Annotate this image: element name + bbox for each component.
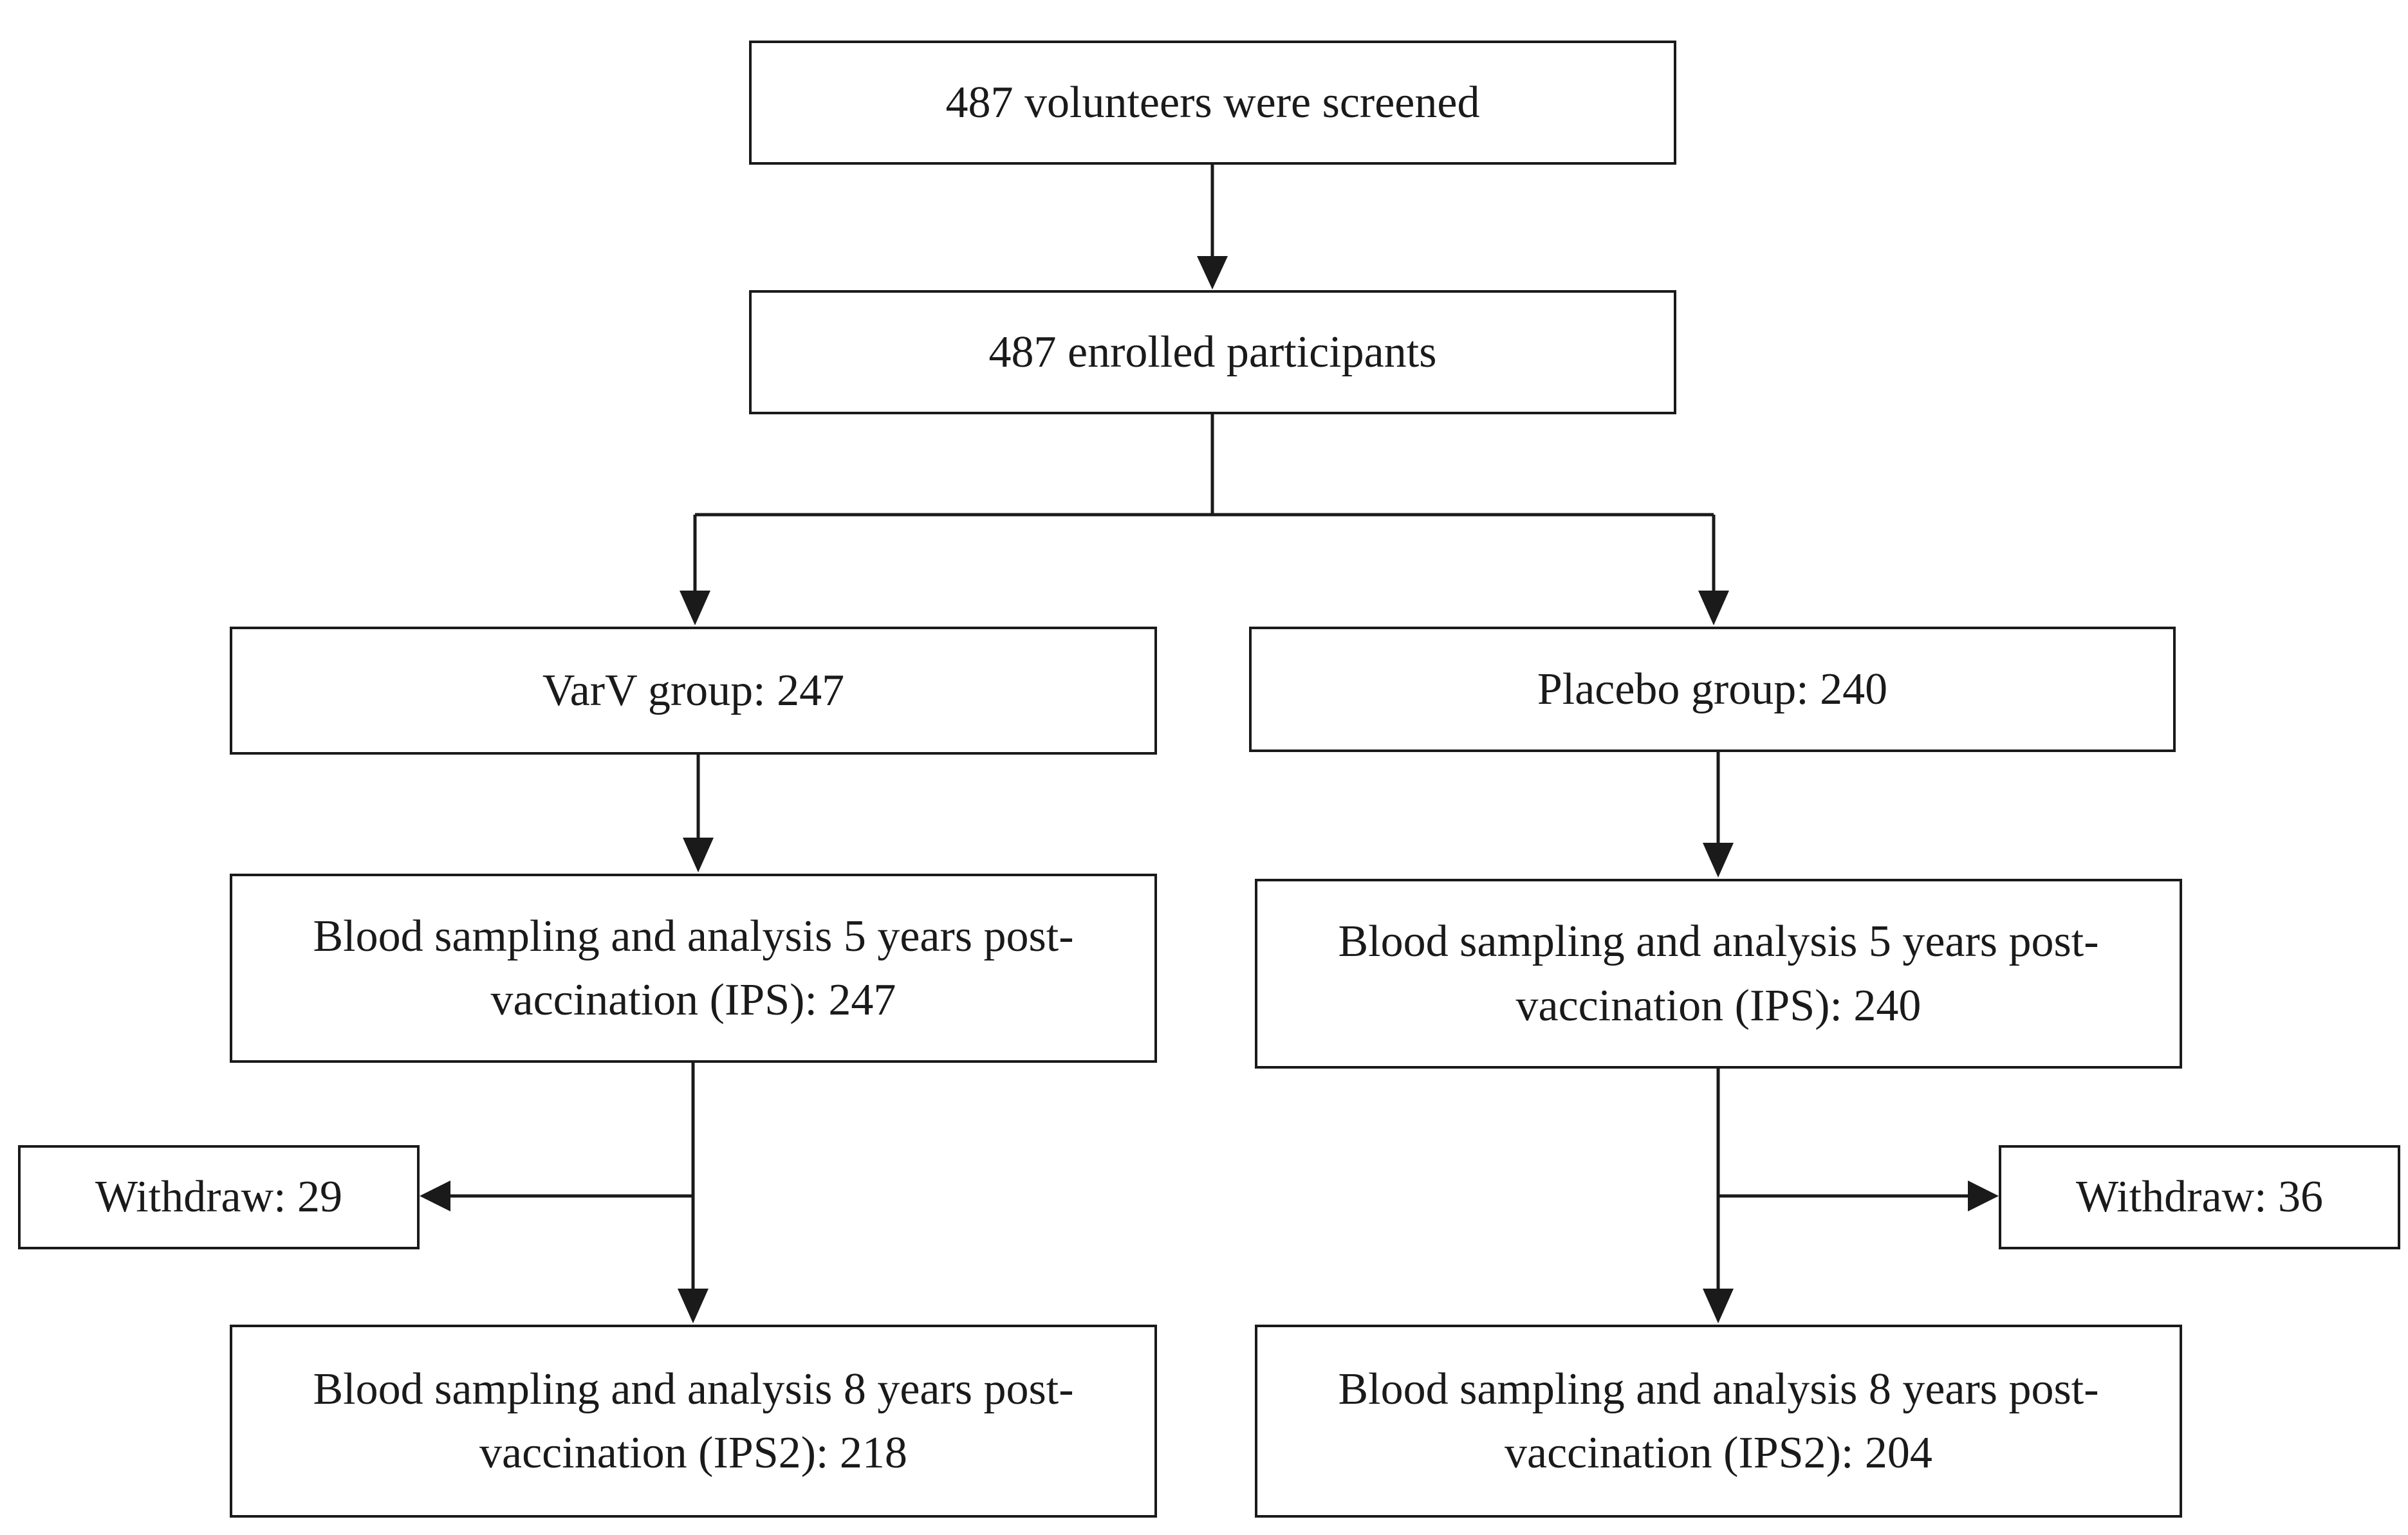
placebo-ips-box: Blood sampling and analysis 5 years post… — [1255, 879, 2182, 1069]
arrowhead-varv — [680, 591, 710, 625]
placebo-group-box: Placebo group: 240 — [1249, 627, 2176, 752]
varv-withdraw-label: Withdraw: 29 — [95, 1172, 343, 1222]
varv-ips2-box: Blood sampling and analysis 8 years post… — [230, 1325, 1157, 1518]
varv-ips2-line1: Blood sampling and analysis 8 years post… — [313, 1364, 1074, 1414]
placebo-ips2-line1: Blood sampling and analysis 8 years post… — [1338, 1364, 2099, 1414]
placebo-ips2-line2: vaccination (IPS2): 204 — [1505, 1428, 1932, 1478]
arrowhead-varv-ips2 — [678, 1289, 709, 1323]
varv-ips-line2: vaccination (IPS): 247 — [490, 975, 896, 1025]
placebo-withdraw-box: Withdraw: 36 — [1999, 1145, 2400, 1249]
arrowhead-enrolled — [1197, 256, 1228, 290]
arrowhead-placebo — [1698, 591, 1729, 625]
varv-ips2-line2: vaccination (IPS2): 218 — [479, 1428, 907, 1478]
placebo-ips-line1: Blood sampling and analysis 5 years post… — [1338, 917, 2099, 967]
varv-ips-box: Blood sampling and analysis 5 years post… — [230, 874, 1157, 1063]
enrolled-label: 487 enrolled participants — [988, 327, 1437, 377]
screened-label: 487 volunteers were screened — [945, 77, 1480, 127]
varv-withdraw-box: Withdraw: 29 — [18, 1145, 420, 1249]
varv-group-box: VarV group: 247 — [230, 627, 1157, 755]
screened-box: 487 volunteers were screened — [749, 41, 1676, 165]
placebo-ips-line2: vaccination (IPS): 240 — [1515, 980, 1922, 1031]
placebo-group-label: Placebo group: 240 — [1537, 664, 1888, 714]
placebo-ips2-box: Blood sampling and analysis 8 years post… — [1255, 1325, 2182, 1518]
arrowhead-placebo-withdraw — [1968, 1181, 1999, 1211]
enrolled-box: 487 enrolled participants — [749, 290, 1676, 414]
arrowhead-varv-withdraw — [420, 1181, 450, 1211]
varv-ips-line1: Blood sampling and analysis 5 years post… — [313, 911, 1074, 961]
arrowhead-placebo-ips — [1703, 843, 1734, 878]
placebo-withdraw-label: Withdraw: 36 — [2075, 1172, 2324, 1222]
varv-group-label: VarV group: 247 — [542, 665, 845, 715]
arrowhead-varv-ips — [683, 838, 714, 872]
arrowhead-placebo-ips2 — [1703, 1289, 1734, 1323]
